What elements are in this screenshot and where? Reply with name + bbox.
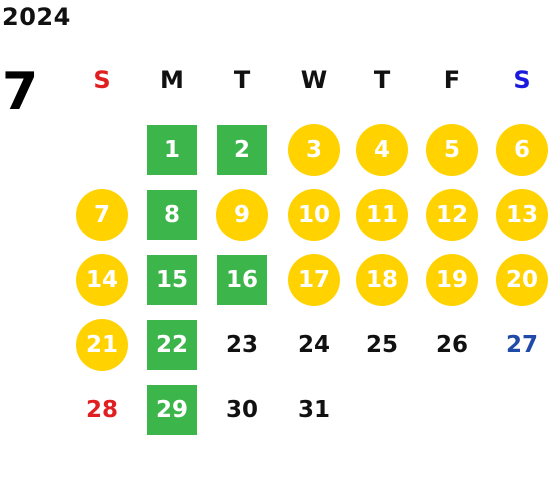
- calendar-day-31[interactable]: 31: [297, 397, 330, 423]
- calendar-day-3[interactable]: 3: [288, 124, 340, 176]
- calendar-day-14[interactable]: 14: [76, 254, 128, 306]
- calendar-day-13[interactable]: 13: [496, 189, 548, 241]
- calendar-day-8[interactable]: 8: [147, 190, 197, 240]
- calendar-day-6[interactable]: 6: [496, 124, 548, 176]
- weekday-header-tuesday: T: [233, 66, 251, 94]
- calendar-day-24[interactable]: 24: [297, 332, 330, 358]
- calendar-day-20[interactable]: 20: [496, 254, 548, 306]
- calendar-day-16[interactable]: 16: [217, 255, 267, 305]
- weekday-header-monday: M: [160, 66, 184, 94]
- calendar-day-10[interactable]: 10: [288, 189, 340, 241]
- calendar-day-26[interactable]: 26: [435, 332, 468, 358]
- weekday-header-wednesday: W: [300, 66, 328, 94]
- calendar-day-23[interactable]: 23: [225, 332, 258, 358]
- calendar-day-15[interactable]: 15: [147, 255, 197, 305]
- weekday-header-thursday: T: [373, 66, 391, 94]
- calendar-month-number: 7: [2, 62, 39, 122]
- calendar-day-17[interactable]: 17: [288, 254, 340, 306]
- calendar-day-5[interactable]: 5: [426, 124, 478, 176]
- calendar-day-1[interactable]: 1: [147, 125, 197, 175]
- calendar-day-22[interactable]: 22: [147, 320, 197, 370]
- calendar-day-28[interactable]: 28: [85, 397, 118, 423]
- weekday-header-sunday: S: [93, 66, 111, 94]
- calendar-day-7[interactable]: 7: [76, 189, 128, 241]
- calendar-day-12[interactable]: 12: [426, 189, 478, 241]
- calendar-day-25[interactable]: 25: [365, 332, 398, 358]
- calendar-day-9[interactable]: 9: [216, 189, 268, 241]
- weekday-header-saturday: S: [513, 66, 531, 94]
- calendar-day-21[interactable]: 21: [76, 319, 128, 371]
- calendar-year: 2024: [2, 3, 71, 31]
- calendar-day-27[interactable]: 27: [505, 332, 538, 358]
- calendar-day-29[interactable]: 29: [147, 385, 197, 435]
- calendar-day-11[interactable]: 11: [356, 189, 408, 241]
- calendar-day-18[interactable]: 18: [356, 254, 408, 306]
- calendar-day-2[interactable]: 2: [217, 125, 267, 175]
- calendar-day-19[interactable]: 19: [426, 254, 478, 306]
- calendar-day-30[interactable]: 30: [225, 397, 258, 423]
- weekday-header-friday: F: [443, 66, 461, 94]
- calendar-day-4[interactable]: 4: [356, 124, 408, 176]
